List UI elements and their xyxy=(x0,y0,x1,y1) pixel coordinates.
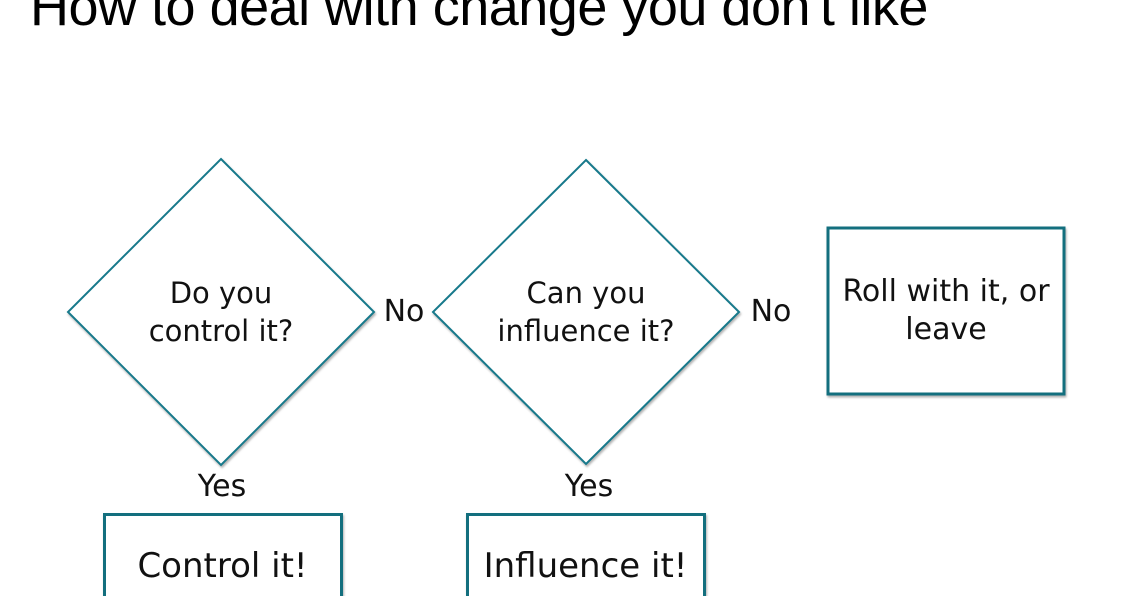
box-influence-it xyxy=(466,513,706,596)
box-roll-with-it-label: Roll with it, or leave xyxy=(842,274,1050,347)
edge-label-yes-control: Yes xyxy=(197,469,247,504)
diamond-do-you-control-label: Do you control it? xyxy=(148,276,294,348)
diamond-can-you-influence xyxy=(431,158,741,466)
box-control-it-label: Control it! xyxy=(137,546,308,586)
slide-title: How to deal with change you don't like xyxy=(30,0,928,37)
box-control-it xyxy=(103,513,343,596)
edge-label-no-influence: No xyxy=(750,294,792,329)
diamond-can-you-influence-label: Can you influence it? xyxy=(497,276,675,348)
edge-label-yes-influence: Yes xyxy=(564,469,614,504)
diamond-do-you-control xyxy=(66,157,376,467)
edge-label-no-control: No xyxy=(383,294,425,329)
box-roll-with-it xyxy=(826,226,1066,396)
box-influence-it-label: Influence it! xyxy=(483,546,688,586)
